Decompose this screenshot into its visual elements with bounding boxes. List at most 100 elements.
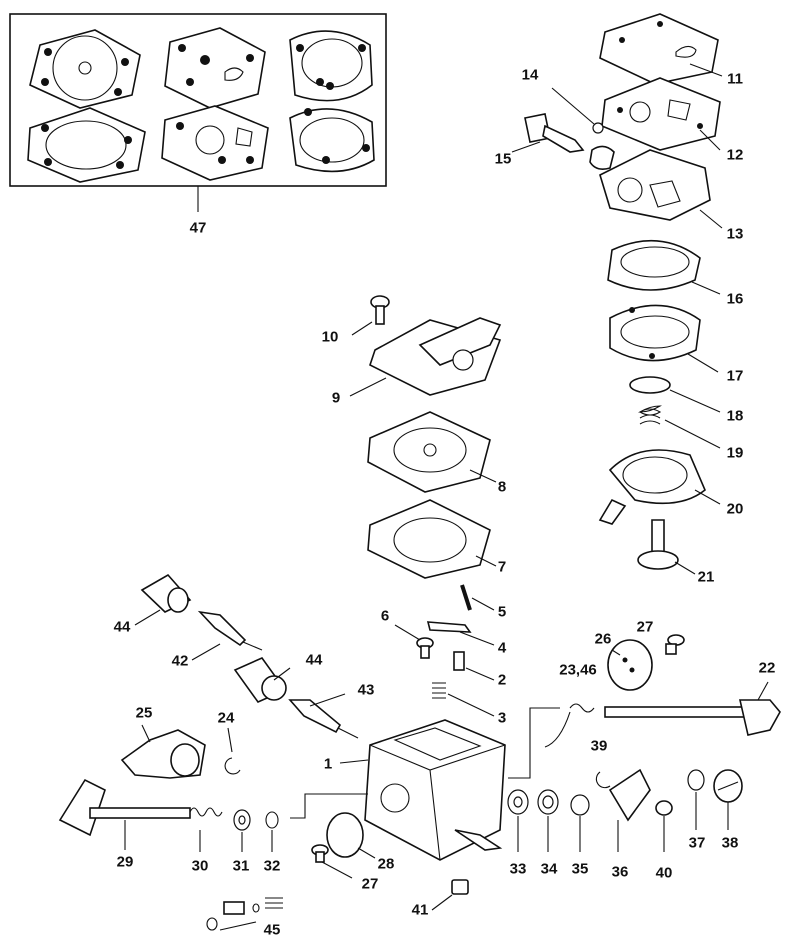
screen-41: [431, 879, 469, 911]
callout-8: 8: [497, 478, 507, 496]
callout-9: 9: [331, 389, 341, 407]
callout-7: 7: [497, 558, 507, 576]
metering-cover-9: [349, 317, 502, 397]
carburetor-body-1: [339, 719, 506, 861]
e-clip-39: [595, 771, 611, 789]
washer-33: [507, 789, 529, 852]
kit-gasket-1: [164, 27, 266, 109]
callout-15: 15: [494, 150, 512, 168]
callout-11: 11: [727, 70, 743, 88]
gasket-11: [599, 13, 723, 85]
kit-diaphragm-2: [289, 30, 373, 102]
adjusting-screw-43: [288, 693, 359, 739]
gasket-7: [367, 499, 497, 579]
callout-42: 42: [171, 652, 189, 670]
callout-20: 20: [726, 500, 744, 518]
callout-39: 39: [590, 737, 608, 755]
callout-18: 18: [726, 407, 744, 425]
callout-13: 13: [726, 225, 744, 243]
screw-27a: [665, 634, 685, 655]
callout-36: 36: [611, 863, 629, 881]
callout-16: 16: [726, 290, 744, 308]
washer-31: [233, 809, 251, 852]
callout-19: 19: [726, 444, 744, 462]
connection-lines: [290, 707, 560, 819]
fuel-screw-15: [511, 113, 585, 153]
callout-2: 2: [497, 671, 507, 689]
callout-44-upper: 44: [113, 618, 131, 636]
callout-43: 43: [357, 681, 375, 699]
callout-25: 25: [135, 704, 153, 722]
callout-32: 32: [263, 857, 281, 875]
callout-37: 37: [688, 834, 706, 852]
callout-22: 22: [758, 659, 776, 677]
lever-36: [608, 768, 651, 852]
gasket-17: [609, 304, 719, 373]
callout-14: 14: [521, 66, 539, 84]
valve-disc-18: [629, 376, 721, 413]
callout-5: 5: [497, 603, 507, 621]
callout-47: 47: [189, 219, 207, 237]
callout-10: 10: [321, 328, 339, 346]
callout-31: 31: [232, 857, 250, 875]
choke-lever-25: [120, 724, 206, 779]
washer-37: [687, 769, 705, 830]
limiter-cap-44a: [134, 573, 192, 626]
choke-shaft-22: [604, 681, 781, 736]
callout-27-lower: 27: [361, 875, 379, 893]
callout-26: 26: [594, 630, 612, 648]
callout-29: 29: [116, 853, 134, 871]
callout-1: 1: [323, 755, 333, 773]
gasket-kit-box: [9, 13, 387, 212]
e-clip-24: [224, 727, 241, 775]
choke-plate-26: [607, 639, 653, 691]
throttle-plate-28: [326, 812, 376, 859]
spring-3: [432, 682, 495, 717]
callout-45: 45: [263, 921, 281, 939]
pump-gasket-12: [601, 77, 721, 151]
callout-6: 6: [380, 607, 390, 625]
callout-30: 30: [191, 857, 209, 875]
callout-38: 38: [721, 834, 739, 852]
limiter-cap-44b: [233, 657, 291, 703]
callout-17: 17: [726, 367, 744, 385]
gasket-16: [607, 239, 721, 295]
spring-23-46: [544, 703, 595, 748]
callout-33: 33: [509, 860, 527, 878]
kit-diaphragm-1: [29, 29, 141, 109]
screw-6: [394, 624, 434, 659]
screw-40: [655, 800, 673, 852]
callout-23-46: 23,46: [559, 661, 597, 679]
callout-3: 3: [497, 709, 507, 727]
callout-28: 28: [377, 855, 395, 873]
callout-40: 40: [655, 864, 673, 882]
cap-38: [713, 769, 743, 830]
pump-body-13: [589, 145, 723, 229]
lever-4: [426, 621, 495, 646]
spring-30: [189, 807, 223, 852]
pin-5: [460, 584, 495, 611]
spring-19: [638, 405, 721, 449]
callout-21: 21: [697, 568, 715, 586]
o-ring-32: [265, 811, 279, 852]
callout-27-upper: 27: [636, 618, 654, 636]
bushing-34: [537, 789, 559, 852]
throttle-shaft-29: [58, 778, 191, 850]
callout-41: 41: [411, 901, 429, 919]
screw-21: [637, 519, 696, 575]
callout-34: 34: [540, 860, 558, 878]
bushing-35: [570, 794, 590, 852]
screw-27b: [311, 844, 353, 879]
callout-12: 12: [726, 146, 744, 164]
callout-35: 35: [571, 860, 589, 878]
screw-10: [351, 295, 390, 336]
diaphragm-8: [367, 411, 497, 493]
ball-14: [551, 87, 604, 134]
kit-gasket-3: [161, 105, 269, 181]
callout-44-lower: 44: [305, 651, 323, 669]
callout-4: 4: [497, 639, 507, 657]
callout-24: 24: [217, 709, 235, 727]
adjusting-screw-42: [191, 610, 263, 661]
needle-valve-2: [453, 651, 495, 681]
